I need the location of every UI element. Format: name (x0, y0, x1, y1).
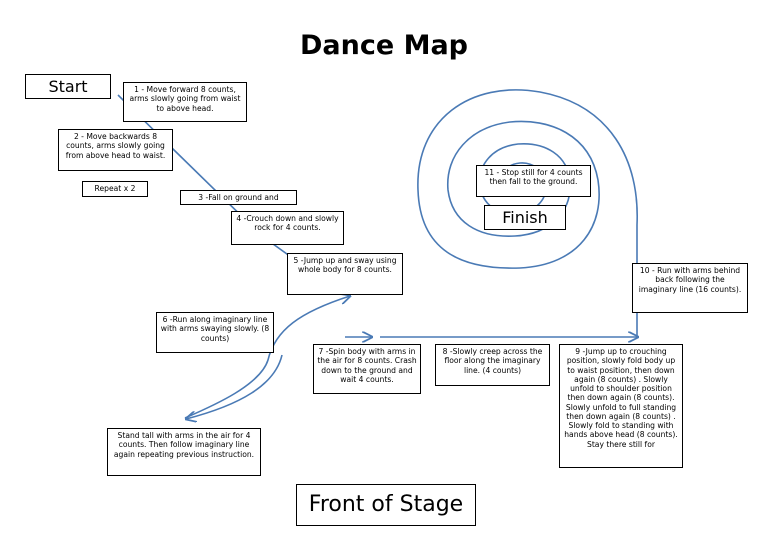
step-2-box: 2 - Move backwards 8 counts, arms slowly… (58, 129, 173, 171)
step-11-box: 11 - Stop still for 4 counts then fall t… (476, 165, 591, 197)
step-8-box: 8 -Slowly creep across the floor along t… (435, 344, 550, 386)
step-5-box: 5 -Jump up and sway using whole body for… (287, 253, 403, 295)
step-6-box: 6 -Run along imaginary line with arms sw… (156, 312, 274, 353)
finish-label: Finish (484, 205, 566, 230)
page-title: Dance Map (300, 30, 468, 61)
step-3-box: 3 -Fall on ground and (180, 190, 297, 205)
curve-up-path (184, 296, 350, 419)
step-9-box: 9 -Jump up to crouching position, slowly… (559, 344, 683, 468)
curve-down-path (186, 354, 283, 419)
repeat-label: Repeat x 2 (82, 181, 148, 197)
step-10-box: 10 - Run with arms behind back following… (632, 263, 748, 313)
stand-tall-box: Stand tall with arms in the air for 4 co… (107, 428, 261, 476)
start-text: Start (48, 76, 88, 96)
front-of-stage-text: Front of Stage (308, 491, 464, 517)
finish-text: Finish (502, 207, 548, 227)
step-4-box: 4 -Crouch down and slowly rock for 4 cou… (231, 211, 344, 245)
front-of-stage-label: Front of Stage (296, 484, 476, 526)
step-1-box: 1 - Move forward 8 counts, arms slowly g… (123, 82, 247, 122)
step-7-box: 7 -Spin body with arms in the air for 8 … (313, 344, 421, 394)
start-label: Start (25, 74, 111, 99)
